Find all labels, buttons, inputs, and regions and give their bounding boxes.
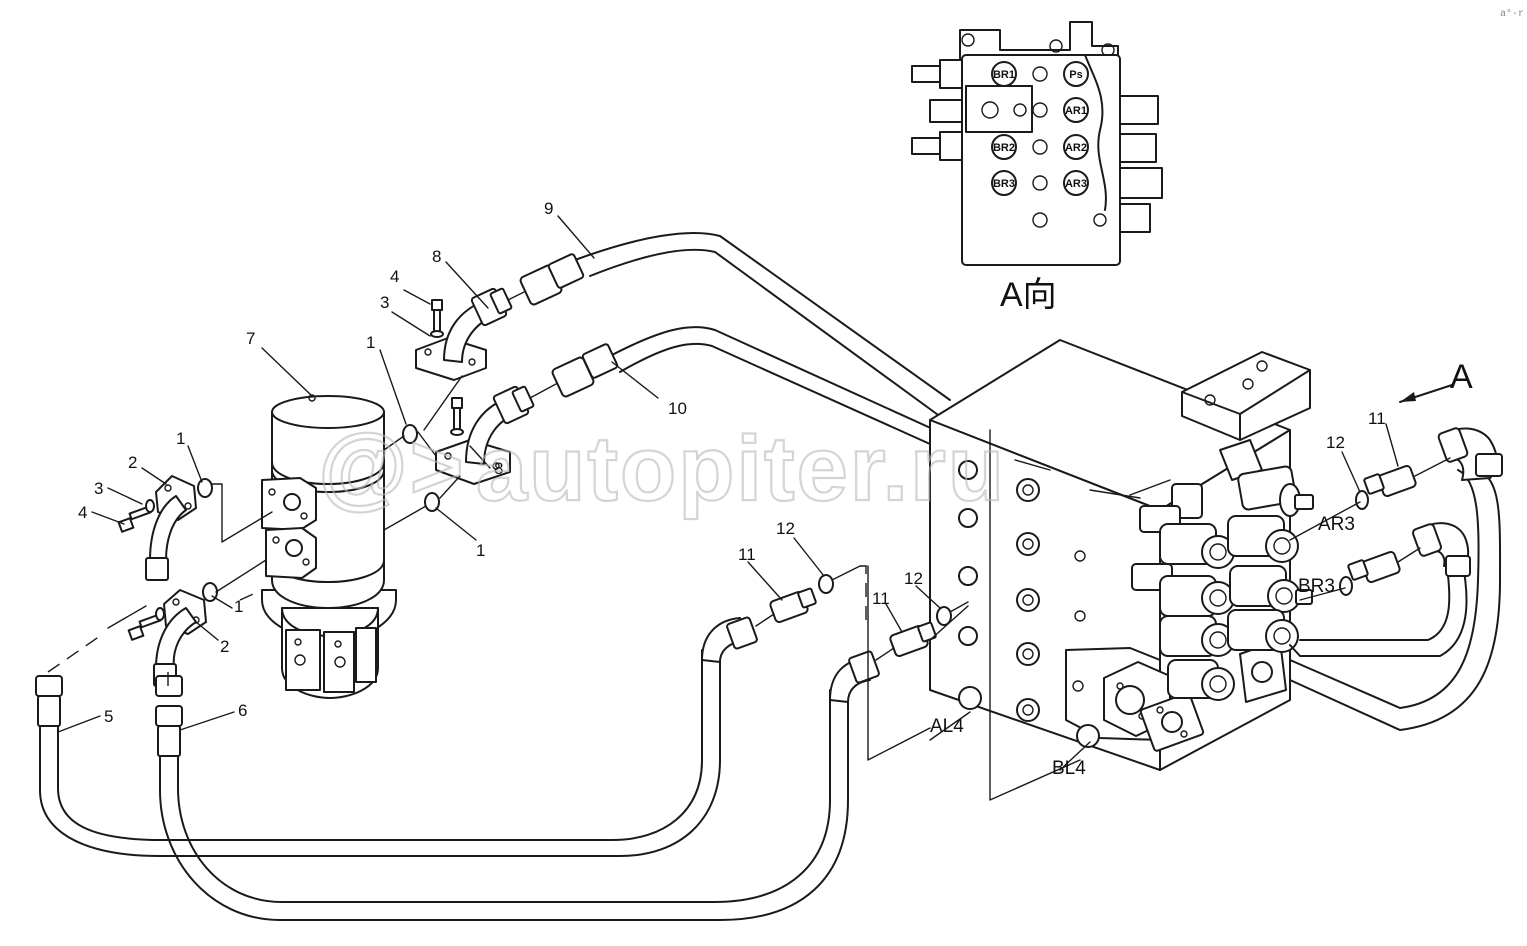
- port-label-al4: AL4: [930, 716, 964, 737]
- view-a-inset: BR1 Ps AR1 BR2 AR2 BR3 AR3 A向: [911, 21, 1163, 314]
- watermark: @> autopiter.ru: [317, 415, 1006, 521]
- port-label-br3: BR3: [1298, 576, 1335, 597]
- callout-5: 5: [104, 707, 113, 726]
- callout-11-a: 11: [738, 545, 756, 564]
- left-elbows: [117, 475, 273, 687]
- callout-3-upper: 3: [380, 293, 389, 312]
- view-port-ar2: AR2: [1065, 142, 1087, 154]
- view-arrow-label: A: [1450, 358, 1473, 396]
- callout-2-upper: 2: [128, 453, 137, 472]
- view-port-br1: BR1: [993, 69, 1015, 81]
- callout-12-a: 12: [776, 519, 795, 538]
- corner-mark: a°·r: [1500, 8, 1524, 20]
- rotary-joint: [261, 394, 397, 699]
- watermark-mark: @>: [318, 416, 465, 518]
- view-port-p: Ps: [1069, 69, 1082, 81]
- callout-9: 9: [544, 199, 553, 218]
- callout-4-upper: 4: [390, 267, 399, 286]
- port-label-ar3: AR3: [1318, 514, 1355, 535]
- callout-11-c: 11: [1368, 409, 1386, 428]
- view-a-label: A向: [1000, 276, 1057, 314]
- callout-leaders: [57, 215, 1399, 771]
- view-port-ar1: AR1: [1065, 105, 1087, 117]
- watermark-text: autopiter.ru: [476, 418, 1006, 520]
- callout-10: 10: [668, 399, 687, 418]
- callout-12-b: 12: [904, 569, 923, 588]
- pipes-upper: [574, 232, 951, 445]
- port-label-bl4: BL4: [1052, 758, 1086, 779]
- callout-11-b: 11: [872, 589, 890, 608]
- callout-4-left: 4: [78, 503, 87, 522]
- callouts: 9 8 4 3 7 1 10 8 1 1 2 3 4 1 2 5 6 11 12…: [78, 199, 1386, 726]
- callout-7: 7: [246, 329, 255, 348]
- port-labels: AR3 BR3 AL4 BL4: [930, 514, 1355, 779]
- elbow-assemblies: [383, 287, 535, 531]
- callout-2-lower: 2: [220, 637, 229, 656]
- callout-8-upper: 8: [432, 247, 441, 266]
- view-port-ar3: AR3: [1065, 178, 1087, 190]
- callout-1-upper: 1: [366, 333, 375, 352]
- callout-1-mid: 1: [476, 541, 485, 560]
- callout-6: 6: [238, 701, 247, 720]
- callout-8-lower: 8: [494, 459, 503, 478]
- callout-1-left: 1: [176, 429, 185, 448]
- hoses-right: [1289, 427, 1503, 731]
- view-arrow: A: [1399, 358, 1473, 403]
- callout-3-left: 3: [94, 479, 103, 498]
- callout-12-c: 12: [1326, 433, 1345, 452]
- view-port-br2: BR2: [993, 142, 1015, 154]
- callout-1-lower: 1: [234, 597, 243, 616]
- view-port-br3: BR3: [993, 178, 1015, 190]
- hoses-lower: [35, 429, 1171, 921]
- hose-nuts-upper: [507, 253, 619, 399]
